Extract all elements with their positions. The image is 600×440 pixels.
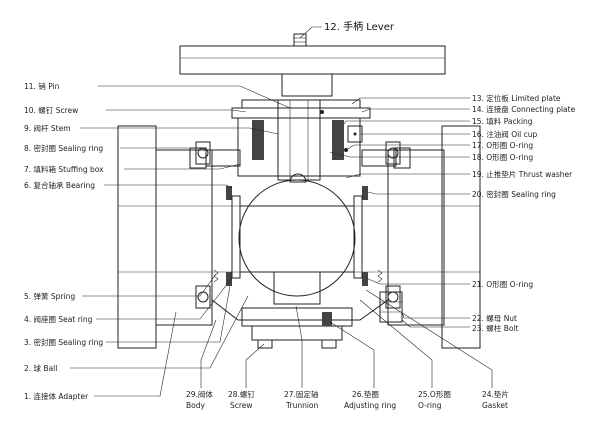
callout-gasket-en: Gasket [482,401,508,410]
valve-drawing [117,33,481,349]
callout-screw: 10. 螺钉 Screw [24,105,78,115]
callout-thrust-washer: 19. 止推垫片 Thrust washer [472,169,573,179]
callout-trunnion-en: Trunnion [285,401,318,410]
callout-o-ring-18: 18. O形圈 O-ring [472,153,533,162]
callout-o-ring-21: 21. O形圈 O-ring [472,280,533,289]
callout-labels: 12. 手柄 Lever 11. 销 Pin 10. 螺钉 Screw 9. 阀… [24,20,576,410]
callout-ball: 2. 球 Ball [24,363,57,373]
seat-rings-drawing [213,186,383,286]
callout-stuffing-box: 7. 填料箱 Stuffing box [24,164,104,174]
callout-o-ring-17: 17. O形圈 O-ring [472,141,533,150]
callout-trunnion-cn: 27.固定轴 [284,389,318,399]
lever-drawing [179,33,446,97]
callout-oil-cup: 16. 注油阀 Oil cup [472,129,538,139]
stem-drawing [189,99,411,181]
callout-screw-28-en: Screw [230,401,253,410]
callout-body-cn: 29.阀体 [186,389,213,399]
callout-connecting-plate: 14. 连接盘 Connecting plate [472,104,576,114]
callout-gasket-cn: 24.垫片 [482,389,509,399]
callout-pin: 11. 销 Pin [24,81,60,91]
callout-o-ring-25-cn: 25.O形圈 [418,390,451,399]
trunnion-drawing [241,271,353,349]
callout-sealing-ring-8: 8. 密封圈 Sealing ring [24,143,103,153]
callout-adjusting-ring-cn: 26.垫圈 [352,389,379,399]
callout-sealing-ring-20: 20. 密封圈 Sealing ring [472,189,556,199]
callout-o-ring-25-en: O-ring [418,401,442,410]
callout-seat-ring: 4. 阀座圈 Seat ring [24,314,93,324]
lever-callout: 12. 手柄 Lever [324,20,395,33]
callout-bolt: 23. 螺柱 Bolt [472,323,519,333]
leader-lines [70,26,493,397]
callout-bearing: 6. 复合轴承 Bearing [24,180,95,190]
callout-body-en: Body [186,401,205,410]
callout-adapter: 1. 连接体 Adapter [24,391,89,401]
callout-sealing-ring-3: 3. 密封圈 Sealing ring [24,337,103,347]
callout-nut: 22. 螺母 Nut [472,313,517,323]
callout-screw-28-cn: 28.螺钉 [228,389,255,399]
body-drawing [117,125,481,349]
callout-stem: 9. 阀杆 Stem [24,123,71,133]
ball-drawing [238,173,356,297]
callout-spring: 5. 弹簧 Spring [24,291,75,301]
callout-packing: 15. 填料 Packing [472,116,533,126]
callout-adjusting-ring-en: Adjusting ring [344,401,396,410]
callout-limited-plate: 13. 定位板 Limited plate [472,93,561,103]
